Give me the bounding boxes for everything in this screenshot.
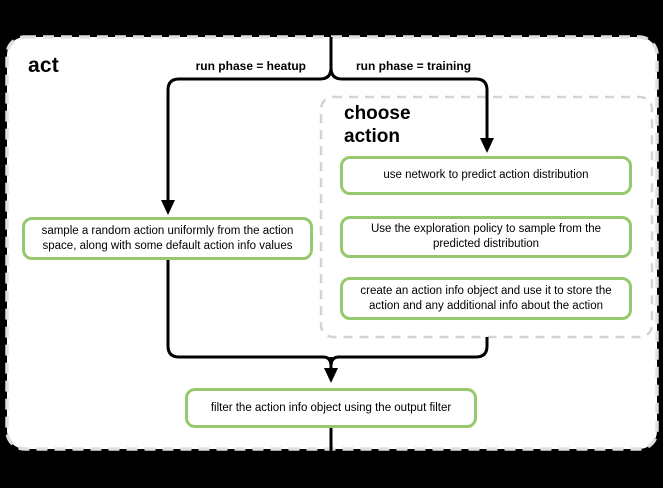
choose-action-group-outline bbox=[319, 95, 654, 339]
branch-label-training: run phase = training bbox=[356, 59, 472, 73]
diagram-title: act bbox=[28, 54, 59, 77]
connector-training-branch bbox=[329, 37, 489, 140]
node-create-action-info: create an action info object and use it … bbox=[340, 277, 632, 320]
node-use-network: use network to predict action distributi… bbox=[340, 156, 632, 195]
arrowhead-filter bbox=[324, 368, 338, 383]
node-sample-random-action: sample a random action uniformly from th… bbox=[22, 217, 313, 260]
choose-action-group-title: choose action bbox=[344, 103, 411, 148]
arrowhead-training bbox=[480, 138, 494, 153]
node-exploration-policy: Use the exploration policy to sample fro… bbox=[340, 216, 632, 258]
node-filter-output: filter the action info object using the … bbox=[185, 388, 477, 428]
branch-label-heatup: run phase = heatup bbox=[195, 59, 306, 73]
arrowhead-heatup bbox=[161, 200, 175, 215]
